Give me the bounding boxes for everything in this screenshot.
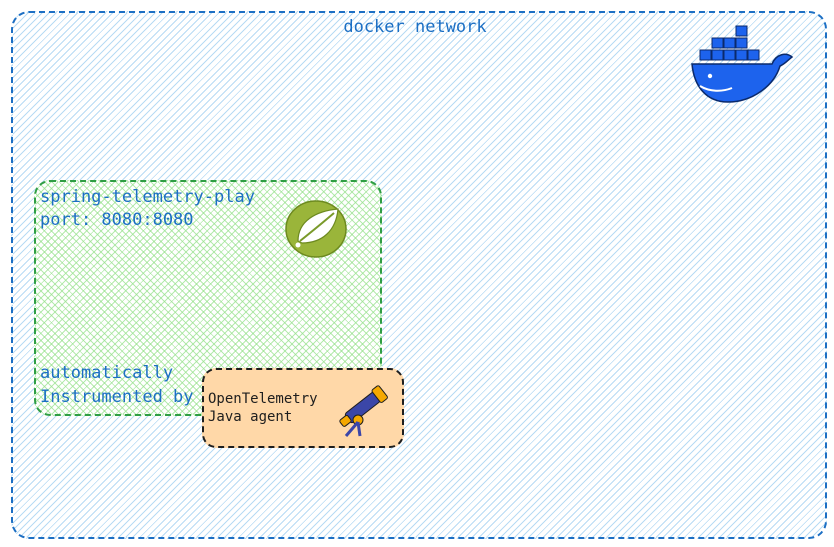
docker-whale-icon <box>691 25 794 103</box>
service-port: port: 8080:8080 <box>40 210 194 230</box>
agent-line-2: Java agent <box>208 409 293 425</box>
instrumentation-line-1: automatically <box>40 363 174 383</box>
otel-agent-box <box>202 368 404 448</box>
spring-leaf-icon <box>285 200 347 258</box>
agent-line-1: OpenTelemetry <box>208 391 318 407</box>
instrumentation-line-2: Instrumented by <box>40 387 194 407</box>
service-name: spring-telemetry-play <box>40 187 255 207</box>
telescope-icon <box>339 385 388 437</box>
docker-network-title: docker network <box>343 17 487 37</box>
